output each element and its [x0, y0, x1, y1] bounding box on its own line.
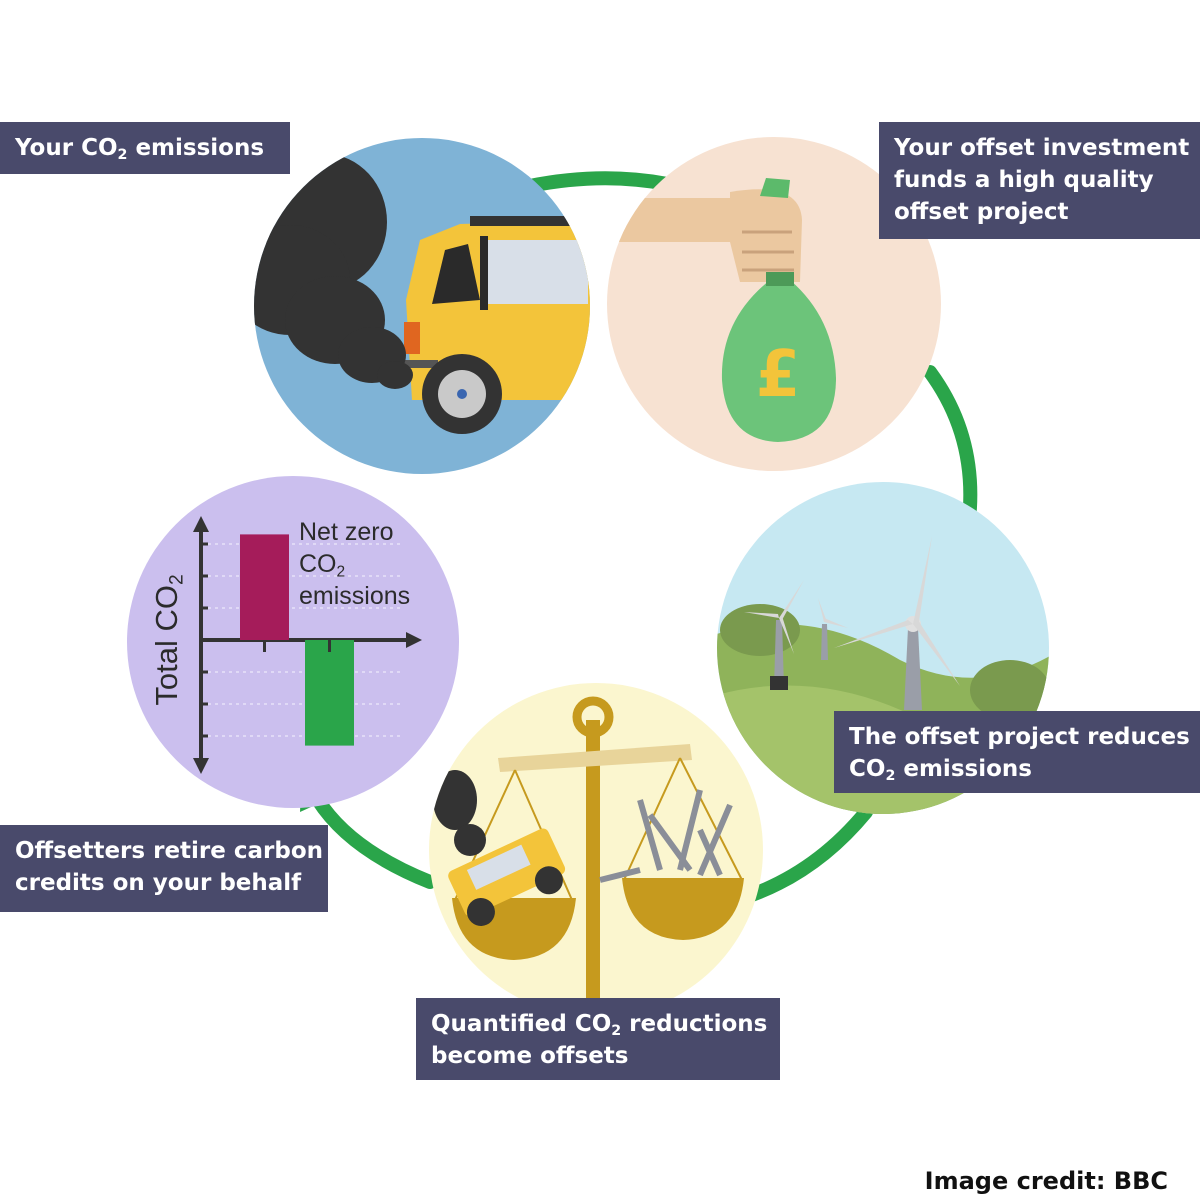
label-subscript: 2: [611, 1022, 622, 1039]
annotation-line3: emissions: [299, 582, 411, 610]
label-line: offset project: [894, 199, 1069, 225]
car-icon: [448, 828, 566, 926]
car-emissions-illustration: [254, 138, 590, 474]
offset-investment-illustration: £: [607, 137, 941, 471]
label-your-co2-emissions: Your CO2 emissions: [0, 122, 290, 174]
image-credit: Image credit: BBC: [924, 1167, 1168, 1195]
label-subscript: 2: [885, 767, 896, 784]
label-line: CO2 emissions: [849, 753, 1186, 785]
wind-turbine-icon: [599, 789, 733, 883]
y-axis-label-text: Total CO: [149, 585, 184, 706]
label-line: funds a high quality: [894, 167, 1154, 193]
label-retire-credits: Offsetters retire carbon credits on your…: [0, 825, 328, 912]
label-subscript: 2: [117, 146, 128, 163]
wind-turbine-icon: [808, 598, 848, 660]
annotation-line2-subscript: 2: [336, 563, 346, 581]
net-zero-annotation: Net zero CO2 emissions: [299, 516, 439, 612]
label-text: emissions: [895, 756, 1032, 782]
label-text: emissions: [127, 135, 265, 161]
wind-turbine-icon: [834, 536, 960, 710]
balance-scales-illustration: [429, 683, 763, 1017]
y-axis-arrowhead-down: [193, 758, 209, 774]
chart-bars: [240, 534, 354, 746]
car-icon: [398, 216, 590, 434]
y-axis-label: Total CO2: [149, 574, 187, 706]
label-line: The offset project reduces: [849, 724, 1190, 750]
label-line: Offsetters retire carbon: [15, 838, 324, 864]
annotation-line2-text: CO: [299, 550, 337, 578]
chart-bar: [305, 640, 354, 746]
label-text: reductions: [621, 1011, 768, 1037]
x-axis-arrowhead: [406, 632, 422, 648]
label-line: credits on your behalf: [15, 870, 302, 896]
net-zero-chart: [127, 476, 459, 808]
y-axis-arrowhead-up: [193, 516, 209, 532]
label-line: Your CO2 emissions: [15, 132, 276, 164]
smoke-icon: [433, 770, 486, 856]
label-text: Quantified CO: [431, 1011, 612, 1037]
label-project-reduces-emissions: The offset project reduces CO2 emissions: [834, 711, 1200, 793]
y-axis-label-subscript: 2: [166, 574, 188, 586]
label-line: become offsets: [431, 1043, 629, 1069]
label-text: CO: [849, 756, 886, 782]
annotation-line1: Net zero: [299, 518, 394, 546]
label-quantified-reductions: Quantified CO2 reductions become offsets: [416, 998, 780, 1080]
hand-icon: [607, 189, 802, 282]
chart-bar: [240, 534, 289, 640]
wind-turbine-icon: [744, 580, 804, 690]
label-line: Your offset investment: [894, 135, 1190, 161]
pound-symbol: £: [756, 338, 801, 412]
label-line: Quantified CO2 reductions: [431, 1008, 768, 1040]
label-offset-investment: Your offset investment funds a high qual…: [879, 122, 1200, 239]
money-bag-icon: £: [721, 178, 836, 442]
annotation-line2: CO2: [299, 548, 439, 580]
chart-gridlines: [201, 543, 400, 737]
label-text: Your CO: [15, 135, 118, 161]
y-axis-ticks: [200, 542, 208, 738]
